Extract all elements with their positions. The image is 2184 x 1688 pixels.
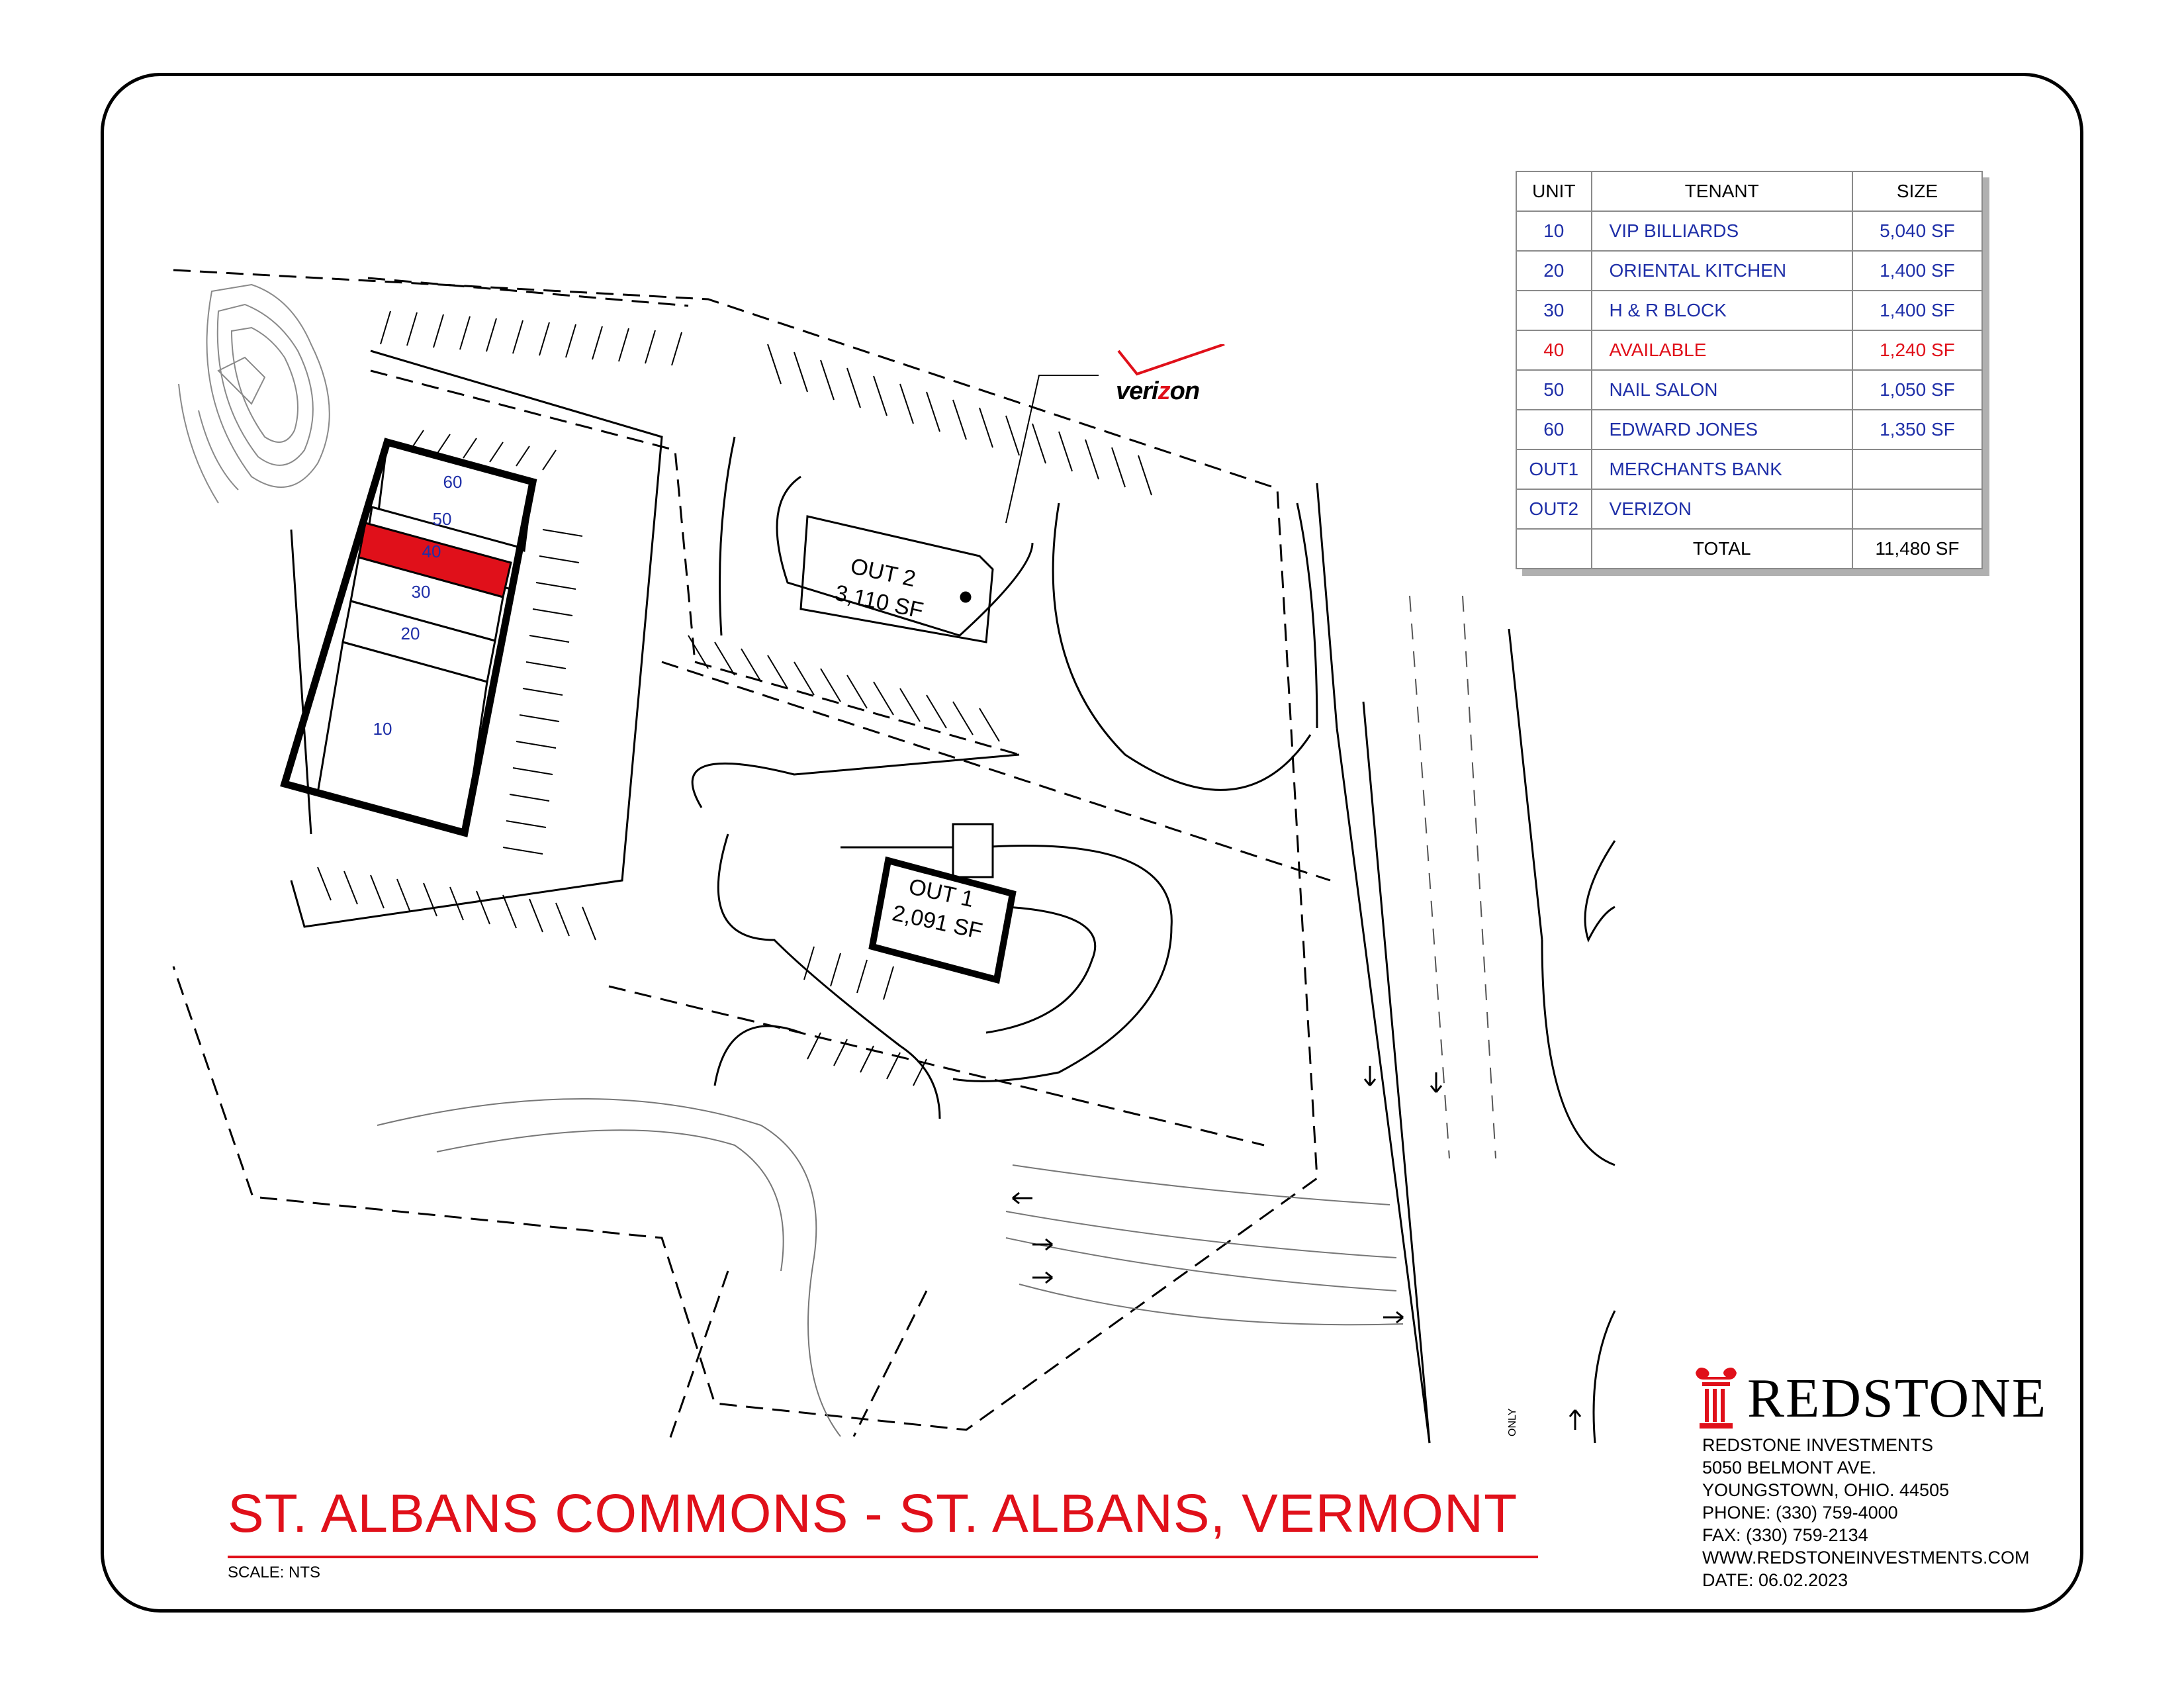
header-unit: UNIT	[1516, 171, 1592, 212]
cell-tenant: VIP BILLIARDS	[1590, 211, 1853, 252]
cell-tenant: NAIL SALON	[1590, 369, 1853, 410]
table-row: 20 ORIENTAL KITCHEN 1,400 SF	[1516, 250, 1983, 291]
cell-size: 1,400 SF	[1851, 250, 1983, 291]
scale-note: SCALE: NTS	[228, 1564, 321, 1581]
company-name: REDSTONE INVESTMENTS	[1702, 1435, 1934, 1455]
company-info: REDSTONE INVESTMENTS 5050 BELMONT AVE. Y…	[1702, 1434, 2030, 1591]
table-row: 60 EDWARD JONES 1,350 SF	[1516, 409, 1983, 450]
unit-label-20: 20	[401, 624, 420, 643]
verizon-check-logo	[1117, 344, 1225, 376]
entrance-drive	[377, 1098, 1404, 1437]
topographic-contours	[178, 283, 330, 504]
cell-unit: 50	[1516, 369, 1592, 410]
unit-label-60: 60	[443, 472, 463, 492]
cell-tenant: ORIENTAL KITCHEN	[1590, 250, 1853, 291]
cell-size: 1,240 SF	[1851, 330, 1983, 371]
table-row: OUT1 MERCHANTS BANK	[1516, 449, 1983, 490]
cell-unit: OUT1	[1516, 449, 1592, 490]
cell-size: 1,050 SF	[1851, 369, 1983, 410]
cell-tenant: H & R BLOCK	[1590, 290, 1853, 331]
plan-date: DATE: 06.02.2023	[1702, 1570, 1848, 1590]
cell-size	[1851, 449, 1983, 490]
project-title: ST. ALBANS COMMONS - ST. ALBANS, VERMONT	[228, 1483, 1518, 1544]
title-underline	[228, 1556, 1538, 1558]
parking-area	[290, 350, 1318, 1119]
table-row: 30 H & R BLOCK 1,400 SF	[1516, 290, 1983, 331]
property-boundary	[172, 269, 1331, 1444]
company-fax: FAX: (330) 759-2134	[1702, 1525, 1868, 1545]
only-road-mark: ONLY	[1507, 1408, 1518, 1436]
company-phone: PHONE: (330) 759-4000	[1702, 1503, 1898, 1523]
table-row: 10 VIP BILLIARDS 5,040 SF	[1516, 211, 1983, 252]
lane-lines	[1409, 595, 1496, 1159]
road-arrows	[1012, 1066, 1582, 1430]
table-row-available: 40 AVAILABLE 1,240 SF	[1516, 330, 1983, 371]
cell-size: 5,040 SF	[1851, 211, 1983, 252]
retail-building	[280, 438, 537, 837]
verizon-word-pre: veri	[1116, 377, 1159, 405]
table-row-total: TOTAL 11,480 SF	[1516, 528, 1983, 569]
cell-tenant: AVAILABLE	[1590, 330, 1853, 371]
redstone-column-icon	[1696, 1368, 1737, 1429]
header-tenant: TENANT	[1590, 171, 1853, 212]
cell-tenant: EDWARD JONES	[1590, 409, 1853, 450]
table-row: 50 NAIL SALON 1,050 SF	[1516, 369, 1983, 410]
verizon-word-post: on	[1169, 377, 1200, 405]
unit-label-50: 50	[433, 509, 452, 529]
roadway	[1316, 483, 1616, 1444]
header-size: SIZE	[1851, 171, 1983, 212]
cell-unit: 40	[1516, 330, 1592, 371]
cell-tenant: VERIZON	[1590, 489, 1853, 530]
tenant-table: UNIT TENANT SIZE 10 VIP BILLIARDS 5,040 …	[1516, 171, 1983, 569]
cell-size	[1851, 489, 1983, 530]
parking-stalls	[317, 310, 1152, 1086]
redstone-wordmark: REDSTONE	[1747, 1368, 2048, 1429]
out2-building	[799, 515, 994, 643]
unit-label-30: 30	[412, 582, 431, 602]
unit-label-40: 40	[422, 541, 441, 561]
verizon-leader	[1005, 375, 1099, 524]
company-address: 5050 BELMONT AVE.	[1702, 1458, 1877, 1477]
cell-unit: 60	[1516, 409, 1592, 450]
drawing-frame	[101, 73, 2083, 1613]
verizon-wordmark: verizon	[1116, 377, 1200, 406]
total-label: TOTAL	[1590, 528, 1853, 569]
cell-size: 1,350 SF	[1851, 409, 1983, 450]
company-website: WWW.REDSTONEINVESTMENTS.COM	[1702, 1548, 2030, 1568]
company-city: YOUNGSTOWN, OHIO. 44505	[1702, 1480, 1950, 1500]
cell-tenant: MERCHANTS BANK	[1590, 449, 1853, 490]
unit-label-10: 10	[373, 719, 392, 739]
cell-unit: 10	[1516, 211, 1592, 252]
table-row: OUT2 VERIZON	[1516, 489, 1983, 530]
cell-size: 1,400 SF	[1851, 290, 1983, 331]
tenant-table-header: UNIT TENANT SIZE	[1516, 171, 1983, 212]
cell-unit: 20	[1516, 250, 1592, 291]
cell-unit-empty	[1516, 528, 1592, 569]
cell-unit: OUT2	[1516, 489, 1592, 530]
out1-building	[868, 823, 1017, 984]
verizon-word-z: z	[1158, 377, 1171, 405]
total-size: 11,480 SF	[1851, 528, 1983, 569]
cell-unit: 30	[1516, 290, 1592, 331]
